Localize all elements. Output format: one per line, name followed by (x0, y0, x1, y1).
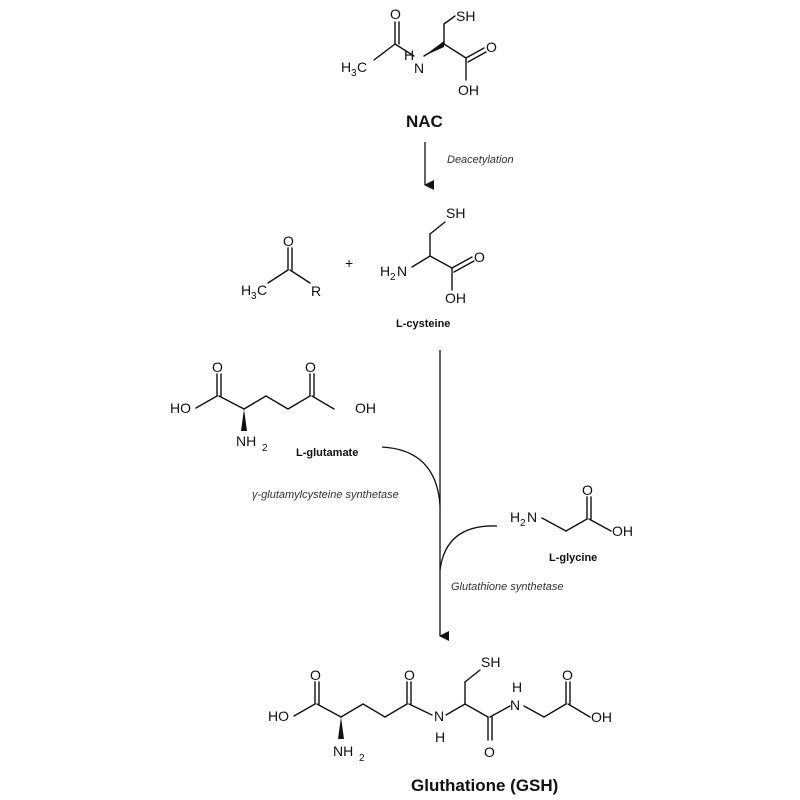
glutamate-nh: NH (236, 433, 256, 449)
gs-enzyme-label: Glutathione synthetase (451, 581, 564, 593)
glutamate-o-gamma: O (305, 359, 316, 375)
glutamate-nh-sub: 2 (262, 443, 268, 454)
deacetylation-label: Deacetylation (447, 154, 514, 166)
gsh-o-gly: O (562, 667, 573, 683)
glycine-label: L-glycine (549, 552, 597, 564)
glycine-o: O (582, 482, 593, 498)
nac-molecule: O H 3 C N H SH O OH (341, 6, 497, 98)
nac-label: NAC (406, 112, 443, 131)
glycine-feed-curve (439, 525, 498, 571)
gsh-nh-sub: 2 (359, 753, 365, 764)
glutamate-molecule: O HO O OH NH 2 (170, 359, 376, 454)
cysteine-label: L-cysteine (396, 318, 450, 330)
gsh-oh: OH (591, 709, 612, 725)
gsh-nh: NH (333, 743, 353, 759)
nac-acid-o: O (486, 39, 497, 55)
glutathione-molecule: O HO NH 2 O N H SH O N H O OH (268, 654, 612, 764)
acetyl-methyl-c: C (257, 282, 267, 298)
cysteine-amine-sub: 2 (390, 272, 396, 283)
nac-n-h: H (404, 47, 414, 63)
glutamate-ho: HO (170, 400, 191, 416)
glycine-oh: OH (612, 523, 633, 539)
plus-sign: + (345, 255, 353, 271)
nac-sh: SH (456, 8, 475, 24)
acetyl-r: R (311, 283, 321, 299)
gsh-ho: HO (268, 708, 289, 724)
gcs-enzyme-label: γ-glutamylcysteine synthetase (252, 489, 399, 501)
gsh-h-gly: H (512, 679, 522, 695)
glutamate-oh: OH (355, 400, 376, 416)
glycine-amine-h: H (510, 509, 520, 525)
nac-n: N (414, 60, 424, 76)
glutamate-label: L-glutamate (296, 447, 358, 459)
gsh-sh: SH (481, 654, 500, 670)
gsh-o-cys: O (484, 744, 495, 760)
cysteine-acid-o: O (474, 249, 485, 265)
acetyl-o: O (283, 233, 294, 249)
gsh-n-cys: N (434, 708, 444, 724)
cysteine-molecule: SH H 2 N O OH (380, 205, 485, 306)
nac-methyl-h: H (341, 59, 351, 75)
nac-carbonyl-o: O (390, 6, 401, 22)
acetyl-methyl-sub: 3 (251, 291, 257, 302)
glycine-molecule: H 2 N O OH (510, 482, 633, 539)
glutamate-o-alpha: O (212, 359, 223, 375)
cysteine-sh: SH (446, 205, 465, 221)
gsh-label: Gluthatione (GSH) (411, 776, 558, 795)
glycine-amine-sub: 2 (520, 518, 526, 529)
acetyl-methyl-h: H (241, 282, 251, 298)
cysteine-amine-n: N (397, 263, 407, 279)
gsh-n-gly: N (510, 697, 520, 713)
nac-methyl-c: C (357, 59, 367, 75)
gsh-o-alpha: O (310, 667, 321, 683)
nac-acid-oh: OH (458, 82, 479, 98)
gsh-h-cys: H (435, 729, 445, 745)
acetyl-fragment: O H 3 C R (241, 233, 321, 302)
cysteine-acid-oh: OH (445, 290, 466, 306)
gsh-o-gamma: O (404, 667, 415, 683)
glycine-amine-n: N (527, 509, 537, 525)
cysteine-amine-h: H (380, 263, 390, 279)
nac-methyl-sub: 3 (351, 68, 357, 79)
glutamate-feed-curve (381, 446, 441, 506)
